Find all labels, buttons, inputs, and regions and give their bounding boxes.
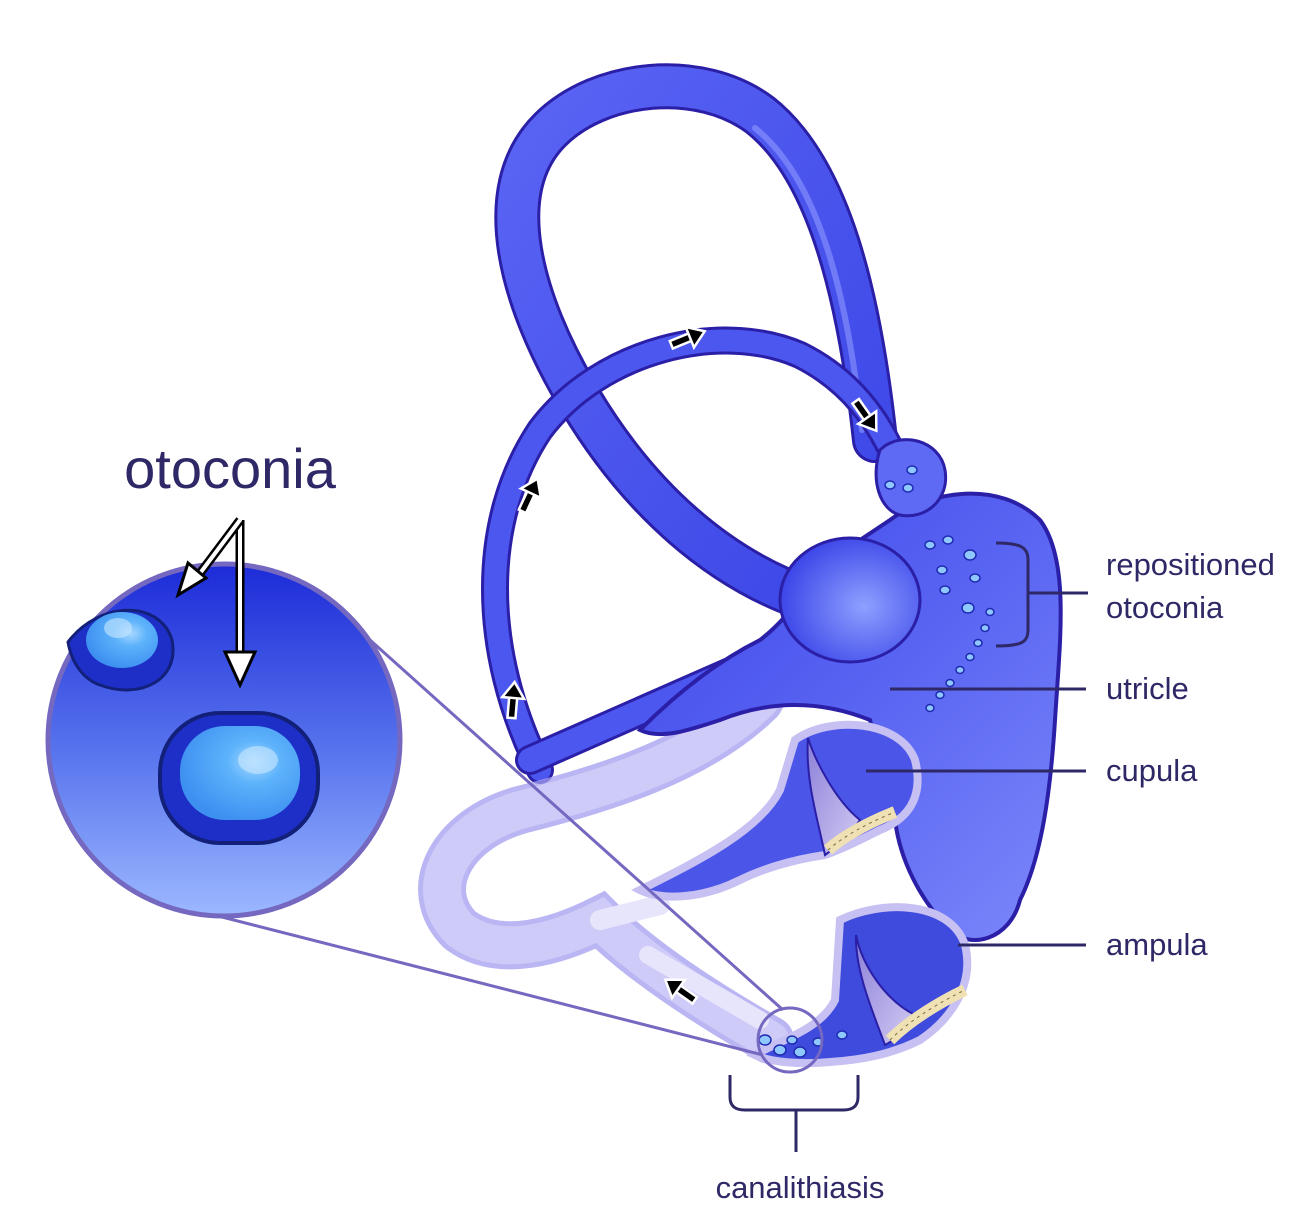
zoom-line-upper (368, 638, 785, 1012)
posterior-canal-translucent (418, 676, 794, 1064)
repositioned-bracket (995, 541, 1030, 648)
arrow-icon (222, 650, 258, 689)
canalithiasis-label: canalithiasis (716, 1170, 885, 1205)
arrow-icon (663, 978, 699, 1006)
utricle-label: utricle (1106, 671, 1189, 706)
otoconia-label: otoconia (124, 437, 337, 500)
lower-ampulla (746, 903, 972, 1068)
leader-lines (728, 541, 1088, 1152)
arrow-icon (517, 476, 543, 515)
repositioned-otoconia-dots (884, 465, 995, 713)
utricle-body (636, 438, 1063, 942)
flow-arrows (499, 325, 878, 1006)
arrow-icon (175, 560, 209, 599)
ampulla-bulb (778, 536, 922, 664)
arrow-icon (850, 397, 878, 433)
zoom-line-lower (174, 903, 764, 1057)
upper-ampulla (631, 720, 922, 901)
otoconia-pointer-arrows (175, 517, 258, 689)
zoom-source-circle (756, 1006, 824, 1074)
repositioned-label-line1: repositioned (1106, 547, 1275, 582)
arrow-icon (499, 679, 527, 720)
canalithiasis-bracket (728, 1075, 860, 1112)
cupula-label: cupula (1106, 753, 1198, 788)
ampula-label: ampula (1106, 927, 1208, 962)
magnifier-circle (45, 561, 403, 919)
repositioned-label-line2: otoconia (1106, 590, 1224, 625)
posterior-canal (481, 326, 914, 784)
arrow-icon (668, 325, 707, 351)
